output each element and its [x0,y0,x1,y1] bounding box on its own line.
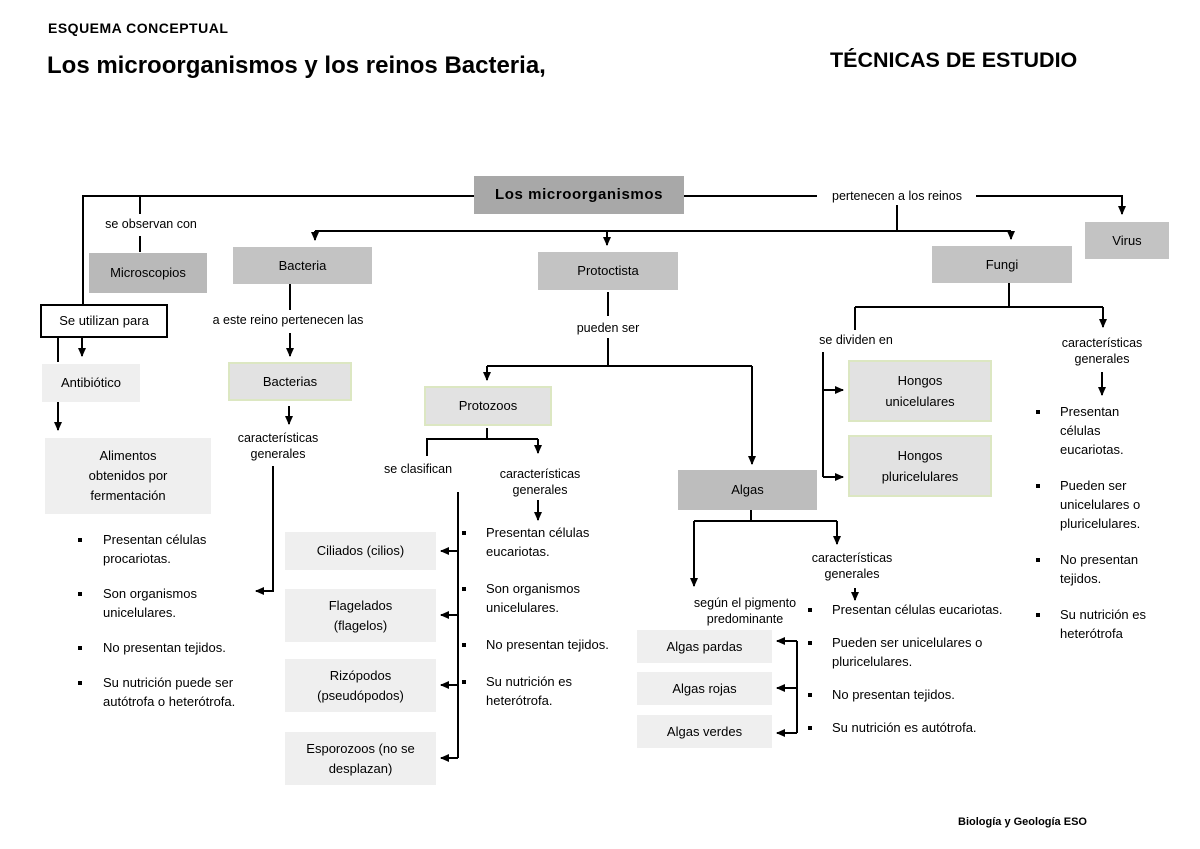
study-techniques-title: TÉCNICAS DE ESTUDIO [830,48,1078,72]
list-item: Su nutrición es heterótrofa. [462,672,636,710]
node-bacterias: Bacterias [228,362,352,401]
label-caracteristicas-bacterias: características generales [237,431,319,461]
edge-pertenecen-to-virus [976,195,1126,215]
bullet-icon [462,680,466,684]
node-ciliados: Ciliados (cilios) [285,532,436,570]
page-title: Los microorganismos y los reinos Bacteri… [47,52,546,79]
node-algas: Algas [678,470,817,510]
list-fungi-caracteristicas: Presentan células eucariotas. Pueden ser… [1036,402,1160,660]
bullet-icon [78,538,82,542]
label-pertenecen-a-los-reinos: pertenecen a los reinos [832,189,962,203]
node-alimentos-fermentacion: Alimentos obtenidos por fermentación [45,438,211,514]
list-item: Son organismos unicelulares. [462,579,636,617]
node-hongos-unicelulares: Hongos unicelulares [848,360,992,422]
page-eyebrow: ESQUEMA CONCEPTUAL [48,20,229,36]
node-se-utilizan-para: Se utilizan para [40,304,168,338]
bullet-icon [1036,410,1040,414]
list-bacterias-caracteristicas: Presentan células procariotas. Son organ… [78,530,243,727]
list-item: Presentan células eucariotas. [462,523,636,561]
list-item: Su nutrición es autótrofa. [808,718,1010,737]
node-hongos-pluricelulares: Hongos pluricelulares [848,435,992,497]
list-item: No presentan tejidos. [462,635,636,654]
label-se-observan-con: se observan con [105,217,197,231]
bullet-icon [78,646,82,650]
bullet-icon [462,587,466,591]
node-protoctista: Protoctista [538,252,678,290]
bullet-icon [1036,484,1040,488]
label-caracteristicas-protozoos: características generales [499,467,581,497]
list-item: Su nutrición puede ser autótrofa o heter… [78,673,243,711]
node-microscopios: Microscopios [89,253,207,293]
node-fungi: Fungi [932,246,1072,283]
list-algas-caracteristicas: Presentan células eucariotas. Pueden ser… [808,600,1010,751]
node-esporozoos: Esporozoos (no se desplazan) [285,732,436,785]
bullet-icon [808,693,812,697]
label-segun-pigmento: según el pigmento predominante [693,596,797,626]
node-protozoos: Protozoos [424,386,552,426]
list-protozoos-caracteristicas: Presentan células eucariotas. Son organi… [462,523,636,728]
label-caracteristicas-fungi: características generales [1061,336,1143,366]
node-algas-verdes: Algas verdes [637,715,772,748]
node-rizopodos: Rizópodos (pseudópodos) [285,659,436,712]
bullet-icon [808,726,812,730]
list-item: Presentan células procariotas. [78,530,243,568]
bullet-icon [1036,613,1040,617]
list-item: Presentan células eucariotas. [1036,402,1160,459]
label-se-dividen-en: se dividen en [819,333,893,347]
bullet-icon [462,531,466,535]
node-algas-rojas: Algas rojas [637,672,772,705]
node-antibiotico: Antibiótico [42,364,140,402]
list-item: No presentan tejidos. [1036,550,1160,588]
bullet-icon [1036,558,1040,562]
node-bacteria: Bacteria [233,247,372,284]
list-item: Presentan células eucariotas. [808,600,1010,619]
footer-credit: Biología y Geología ESO [958,816,1087,828]
node-virus: Virus [1085,222,1169,259]
list-item: No presentan tejidos. [808,685,1010,704]
label-caracteristicas-algas: características generales [811,551,893,581]
list-item: Pueden ser unicelulares o pluricelulares… [1036,476,1160,533]
label-a-este-reino: a este reino pertenecen las [212,313,364,327]
label-se-clasifican: se clasifican [383,462,453,476]
edge-carac-to-bacteria-list [255,466,274,595]
label-pueden-ser: pueden ser [576,321,640,335]
bullet-icon [78,681,82,685]
edge-root-to-utilizan [82,195,474,304]
bullet-icon [808,608,812,612]
bullet-icon [462,643,466,647]
bullet-icon [808,641,812,645]
list-item: Son organismos unicelulares. [78,584,243,622]
node-los-microorganismos: Los microorganismos [474,176,684,214]
list-item: No presentan tejidos. [78,638,243,657]
list-item: Pueden ser unicelulares o pluricelulares… [808,633,1010,671]
node-algas-pardas: Algas pardas [637,630,772,663]
node-flagelados: Flagelados (flagelos) [285,589,436,642]
bullet-icon [78,592,82,596]
edge-to-clasifican [426,438,538,456]
list-item: Su nutrición es heterótrofa [1036,605,1160,643]
